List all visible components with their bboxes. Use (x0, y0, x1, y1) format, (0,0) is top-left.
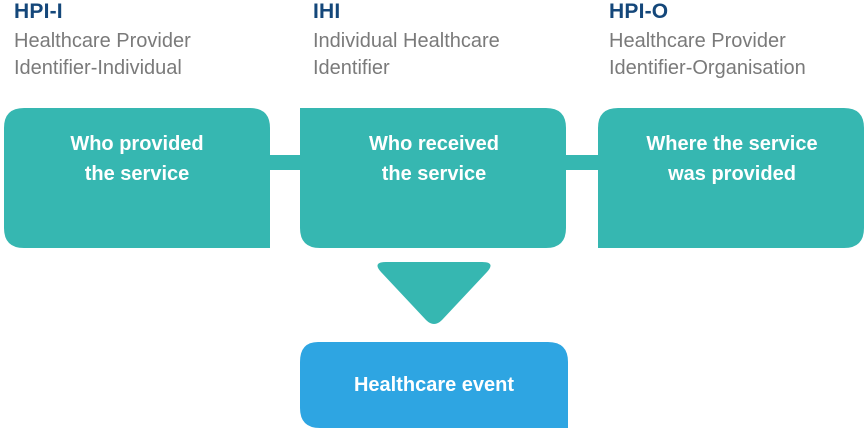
hpi-o-name-line2: Identifier-Organisation (609, 57, 806, 79)
hpi-o-acronym: HPI-O (609, 0, 669, 23)
who-provided-label: Who provided the service (14, 129, 260, 189)
who-provided-line2: the service (84, 163, 190, 185)
hpi-i-acronym: HPI-I (14, 0, 63, 23)
ihi-header: IHI Individual Healthcare Identifier (313, 0, 583, 82)
connector-left (264, 155, 306, 170)
where-provided-line2: was provided (668, 163, 796, 185)
hpi-i-name-line2: Identifier-Individual (14, 57, 182, 79)
down-arrow-icon (377, 262, 491, 324)
where-provided-line1: Where the service (646, 133, 818, 155)
hpi-o-header: HPI-O Healthcare Provider Identifier-Org… (609, 0, 865, 82)
ihi-name-line1: Individual Healthcare (313, 30, 500, 52)
hpi-i-header: HPI-I Healthcare Provider Identifier-Ind… (14, 0, 274, 82)
who-received-line2: the service (381, 163, 487, 185)
who-provided-line1: Who provided (70, 133, 204, 155)
who-provided-box (4, 108, 270, 248)
ihi-acronym: IHI (313, 0, 341, 23)
who-received-label: Who received the service (300, 129, 568, 189)
connector-right (562, 155, 604, 170)
who-received-box (300, 108, 566, 248)
where-provided-box (598, 108, 864, 248)
healthcare-event-label: Healthcare event (353, 374, 515, 396)
ihi-name-line2: Identifier (313, 57, 390, 79)
hpi-o-name-line1: Healthcare Provider (609, 30, 786, 52)
who-received-line1: Who received (368, 133, 500, 155)
hpi-i-name-line1: Healthcare Provider (14, 30, 191, 52)
where-provided-label: Where the service was provided (598, 129, 865, 189)
healthcare-event-box (300, 342, 568, 428)
